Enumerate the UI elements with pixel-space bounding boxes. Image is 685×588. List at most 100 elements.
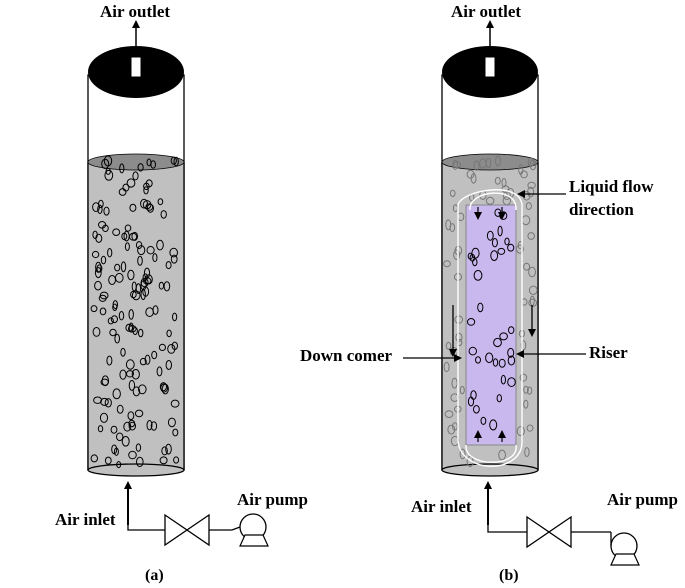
bubble [469,253,476,262]
bubble [157,198,164,206]
bubble [486,230,494,241]
bubble [137,245,146,256]
air-inlet-label-b: Air inlet [411,497,472,516]
bubble [160,210,167,219]
bubble [507,355,516,366]
bubble [170,399,180,408]
bubble [131,290,141,301]
bubble [142,200,152,210]
outlet-port-b [484,56,496,78]
bubble [169,247,178,258]
bubble [528,298,538,307]
bubble [523,385,529,394]
bubble [120,261,127,273]
bubble [94,267,102,279]
bubble [452,159,459,170]
bubble [146,420,153,431]
bubble [107,317,114,325]
bubble [90,454,99,463]
bubble [519,373,528,382]
air-outlet-label-b: Air outlet [451,2,521,21]
bubble [172,428,179,437]
bubble [499,332,508,341]
bubble [528,285,538,295]
column-bottom-a [87,463,185,477]
bubble [126,178,136,188]
liquid-flow-label-line1: Liquid flow [569,177,654,196]
bubble [132,171,139,181]
bubble [135,241,143,250]
bubble [104,169,114,181]
bubble [473,160,480,171]
bubble [123,421,132,432]
bubble [507,377,516,388]
riser-label: Riser [589,343,628,362]
bubble [444,410,454,419]
pipe-a [127,500,165,531]
bubble [473,270,483,281]
bubble [161,446,168,456]
bubble [146,246,155,255]
bubble [171,341,179,350]
bubble [94,280,102,291]
bubble [114,263,121,272]
bubble [473,405,480,414]
bubble [526,424,534,432]
bubble [99,307,107,316]
bubble [490,250,499,262]
bubble [470,173,477,184]
bubble [459,448,466,460]
bubble [528,266,536,278]
bubble [508,326,515,335]
bubble [115,272,124,283]
bubble [97,425,104,433]
bubble [142,273,149,282]
bubble [527,157,535,167]
bubble [112,228,121,236]
bubble [99,412,109,423]
bubble [131,369,140,380]
bubble [500,374,506,385]
bubble [136,456,144,468]
bubble [501,178,507,188]
bubble [150,160,156,169]
bubble [529,159,537,171]
bubble [119,369,127,380]
bubble [451,377,458,389]
outlet-port-a [130,56,142,78]
bubble [142,286,150,297]
bubble [134,409,144,418]
bubble [494,176,501,185]
bubble [493,337,502,348]
bubble [130,290,137,299]
bubble [98,221,107,229]
bubble [498,358,506,368]
bubble [159,382,167,392]
bubble [98,294,107,302]
liquid-flow-label-line2: direction [569,200,634,219]
bubble [492,358,499,367]
bubble [112,388,121,400]
bubble [449,223,456,233]
bubble [143,277,152,285]
bubble [173,456,180,464]
bubble [111,444,118,455]
bubble [151,350,158,360]
bubble [527,232,536,240]
bubble [497,247,506,255]
bubble [93,396,103,404]
bubble [443,260,451,268]
bubble [109,328,117,337]
bubble [150,421,158,431]
bubble [170,254,178,264]
bubble [158,281,165,290]
bubble [101,158,110,170]
bubble [526,386,533,395]
bubble [105,167,111,175]
bubble [95,233,103,243]
bubble [129,203,137,212]
bubble [100,255,107,265]
bubble [128,322,134,333]
bubble [467,396,475,407]
